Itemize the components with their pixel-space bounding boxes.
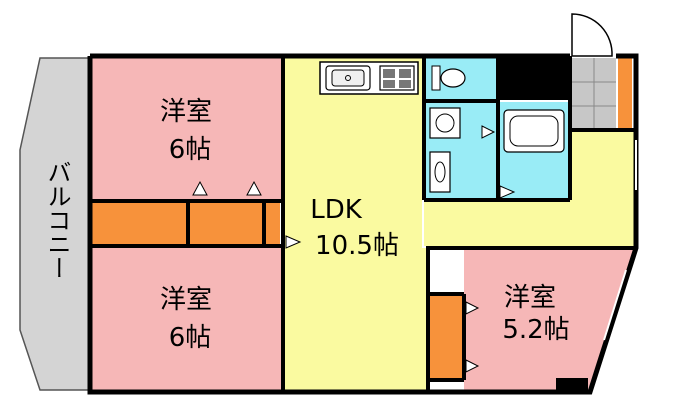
western-room-top	[92, 58, 282, 200]
hallway	[424, 200, 634, 246]
closet-door-marker	[192, 180, 208, 196]
room-size-bottom-left: 6帖	[169, 323, 212, 353]
closet-small	[266, 203, 280, 245]
stove-icon	[379, 65, 415, 91]
door-marker	[481, 125, 496, 139]
closet-right-room	[430, 296, 462, 378]
hallway-upper	[568, 130, 634, 205]
wash-basin-icon	[429, 151, 451, 193]
room-name-bottom-left: 洋室	[160, 285, 212, 315]
pipe-shaft	[498, 58, 570, 100]
front-door-swing	[571, 13, 613, 57]
door-marker	[499, 185, 516, 199]
room-size-right: 5.2帖	[502, 315, 569, 345]
closet-bottom-room	[190, 203, 262, 245]
ldk-area	[284, 58, 428, 390]
toilet-icon	[431, 65, 466, 91]
window	[603, 269, 627, 341]
entrance-tile	[572, 58, 616, 128]
western-room-bottom	[92, 248, 282, 390]
room-size-ldk: 10.5帖	[315, 231, 399, 261]
washing-machine-icon	[429, 107, 461, 139]
closet-top-room	[92, 203, 187, 245]
door-marker	[285, 235, 302, 249]
room-name-ldk: LDK	[310, 195, 363, 225]
western-room-right	[464, 250, 634, 390]
balcony-label: バルコニー	[43, 160, 71, 280]
room-size-top-left: 6帖	[169, 135, 212, 165]
shoe-closet	[618, 58, 632, 128]
room-name-top-left: 洋室	[160, 97, 212, 127]
closet-door-marker	[246, 180, 262, 196]
room-name-right: 洋室	[504, 283, 556, 313]
